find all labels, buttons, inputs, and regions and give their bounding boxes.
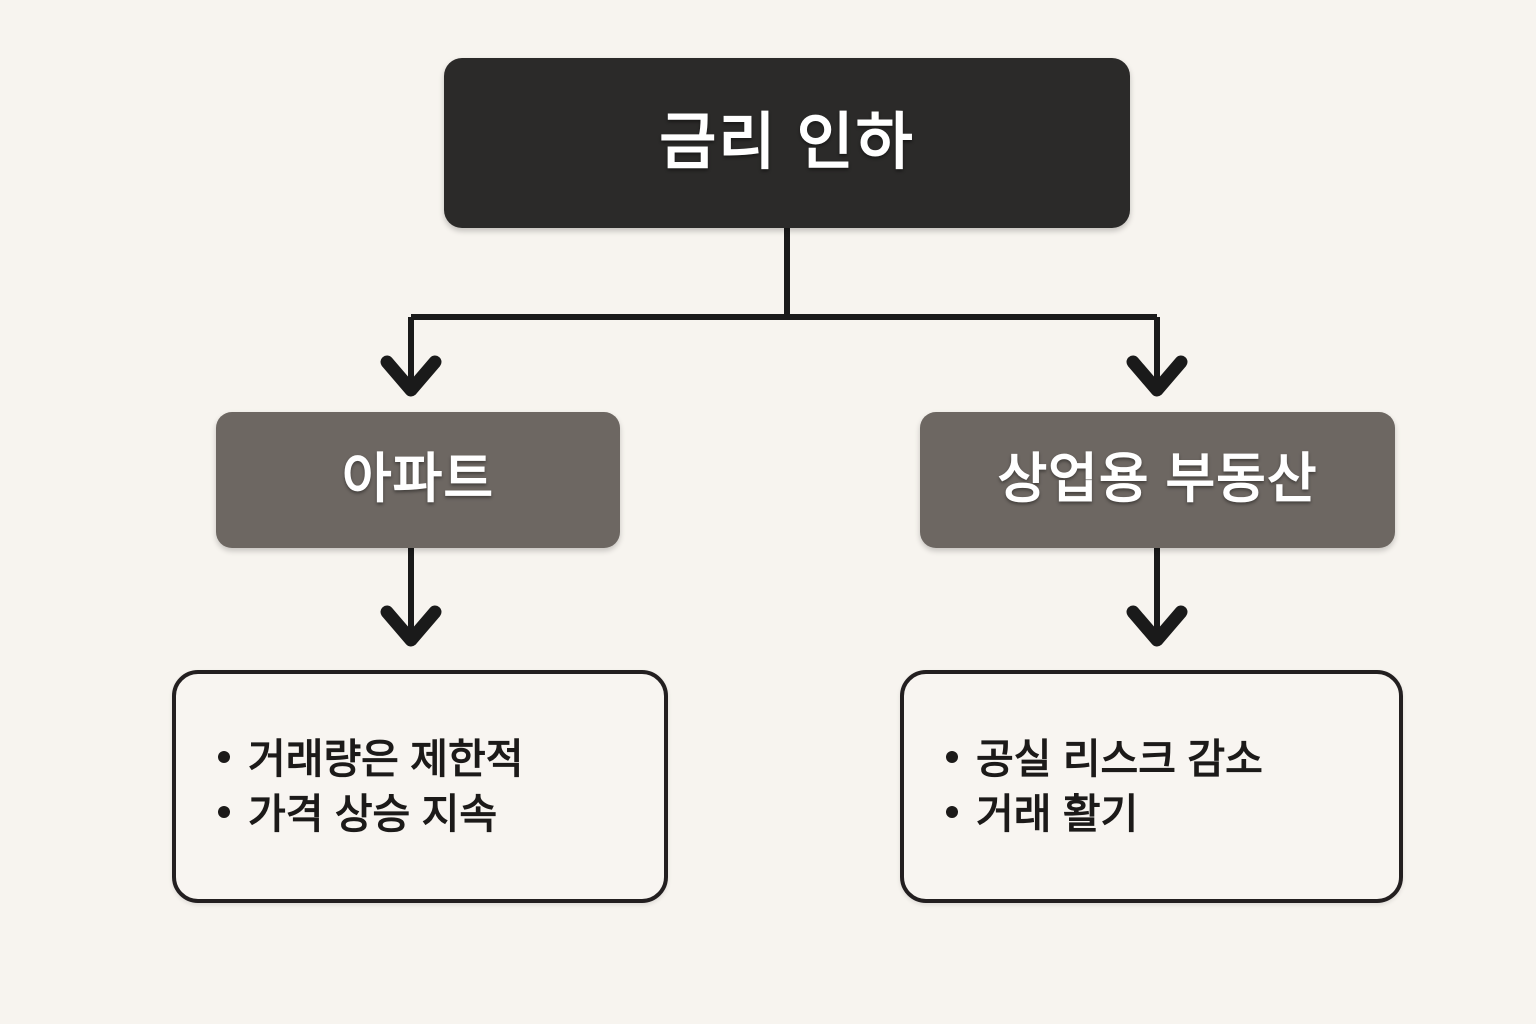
list-item: 거래량은 제한적 — [218, 735, 664, 782]
node-root-interest-rate-cut[interactable]: 금리 인하 — [444, 58, 1130, 228]
outcome-list-apartment: 거래량은 제한적 가격 상승 지속 — [176, 725, 664, 849]
list-item: 공실 리스크 감소 — [946, 735, 1399, 782]
outcome-list-commercial-real-estate: 공실 리스크 감소 거래 활기 — [904, 725, 1399, 849]
bullet-dot-icon — [218, 750, 230, 763]
arrowhead-down-icon-apartment-bottom — [380, 605, 442, 647]
arrowhead-down-icon-apartment-top — [380, 355, 442, 397]
list-item: 거래 활기 — [946, 790, 1399, 837]
node-outcomes-commercial-real-estate[interactable]: 공실 리스크 감소 거래 활기 — [900, 670, 1403, 903]
outcome-text: 가격 상승 지속 — [248, 790, 498, 837]
list-item: 가격 상승 지속 — [218, 790, 664, 837]
bullet-dot-icon — [218, 805, 230, 818]
node-outcomes-apartment[interactable]: 거래량은 제한적 가격 상승 지속 — [172, 670, 668, 903]
outcome-text: 공실 리스크 감소 — [976, 735, 1263, 782]
node-branch-commercial-real-estate[interactable]: 상업용 부동산 — [920, 412, 1395, 548]
node-branch-apartment-label: 아파트 — [341, 449, 495, 510]
outcome-text: 거래량은 제한적 — [248, 735, 524, 782]
node-branch-commercial-real-estate-label: 상업용 부동산 — [997, 449, 1318, 510]
node-branch-apartment[interactable]: 아파트 — [216, 412, 620, 548]
bullet-dot-icon — [946, 750, 958, 763]
node-root-label: 금리 인하 — [659, 107, 915, 177]
outcome-text: 거래 활기 — [976, 790, 1139, 837]
arrowhead-down-icon-commercial-bottom — [1126, 605, 1188, 647]
arrowhead-down-icon-commercial-top — [1126, 355, 1188, 397]
bullet-dot-icon — [946, 805, 958, 818]
